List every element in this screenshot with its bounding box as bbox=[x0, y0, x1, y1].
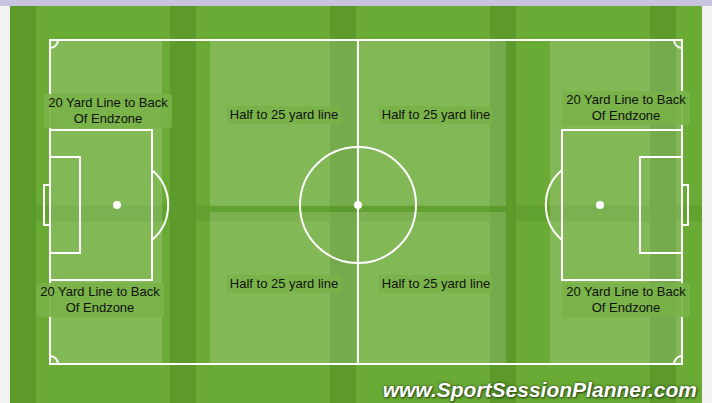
goal bbox=[44, 185, 50, 225]
penalty-spot bbox=[596, 201, 604, 209]
zone-label: 20 Yard Line to Back Of Endzone bbox=[562, 91, 690, 125]
corner-arc bbox=[50, 356, 58, 364]
center-spot bbox=[354, 201, 362, 209]
center-circle bbox=[300, 147, 416, 263]
penalty-box bbox=[562, 130, 682, 280]
grass bbox=[10, 6, 702, 403]
zone-label: Half to 25 yard line bbox=[227, 106, 341, 124]
zone-label: 20 Yard Line to Back Of Endzone bbox=[44, 94, 172, 128]
penalty-box bbox=[50, 130, 152, 280]
zone-shade bbox=[358, 212, 506, 364]
goal bbox=[682, 185, 688, 225]
penalty-spot bbox=[113, 201, 121, 209]
watermark: www.SportSessionPlanner.com bbox=[383, 378, 697, 402]
corner-arc bbox=[674, 40, 682, 48]
zone-shade bbox=[358, 40, 506, 206]
zone-shade bbox=[210, 40, 358, 206]
corner-arc bbox=[674, 356, 682, 364]
zone-shade bbox=[210, 212, 358, 364]
penalty-arc bbox=[152, 170, 168, 240]
penalty-arc bbox=[546, 170, 562, 240]
zone-label: Half to 25 yard line bbox=[379, 275, 493, 293]
zone-label: 20 Yard Line to Back Of Endzone bbox=[562, 283, 690, 317]
grass-stripes bbox=[10, 6, 702, 403]
top-strip bbox=[0, 0, 712, 6]
goal-area bbox=[50, 157, 80, 253]
zone-label: Half to 25 yard line bbox=[227, 275, 341, 293]
corner-arc bbox=[50, 40, 58, 48]
zone-label: 20 Yard Line to Back Of Endzone bbox=[36, 283, 164, 317]
zone-label: Half to 25 yard line bbox=[379, 106, 493, 124]
goal-area bbox=[640, 157, 682, 253]
